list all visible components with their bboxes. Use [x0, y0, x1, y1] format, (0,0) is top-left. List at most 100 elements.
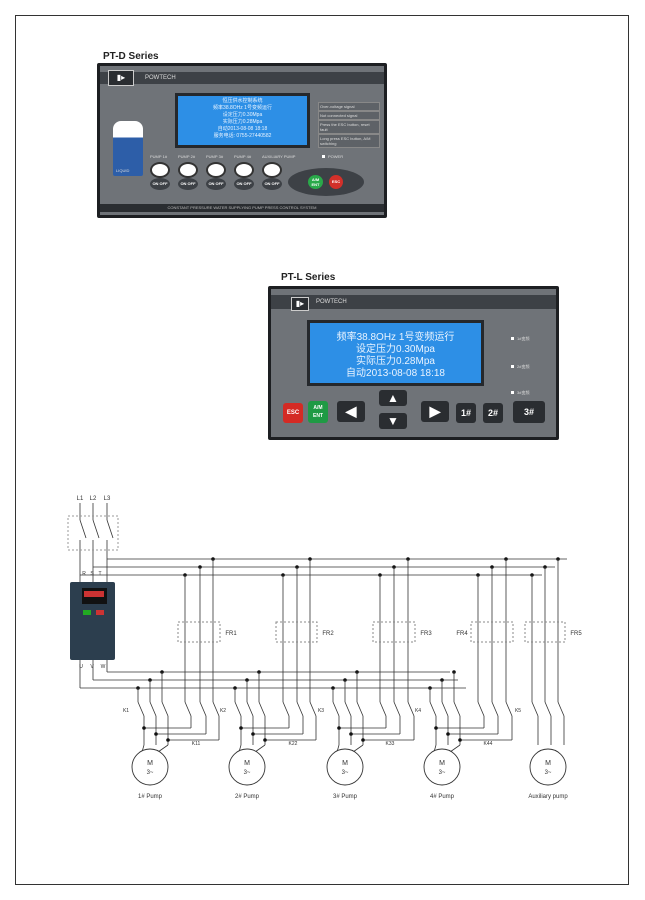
pump-label: 4# Pump	[430, 794, 455, 800]
page-border	[15, 15, 629, 885]
junction-dot	[251, 732, 255, 736]
esc-button[interactable]: ESC	[329, 175, 343, 189]
brand-label: POWTECH	[316, 299, 347, 305]
motor-symbol: M	[545, 760, 551, 767]
pump-indicator-icon	[150, 162, 170, 178]
line-label: L3	[104, 496, 111, 502]
pump-label: AUXILIARY PUMP	[262, 154, 296, 159]
up-arrow-button[interactable]: ▲	[379, 390, 407, 406]
junction-dot	[458, 738, 462, 742]
junction-dot	[263, 738, 267, 742]
motor-phase: 3~	[244, 770, 251, 776]
wire	[356, 701, 364, 717]
lcd-line: 设定压力0.30Mpa	[222, 112, 263, 118]
direction-pad[interactable]	[288, 168, 364, 196]
wire	[344, 701, 352, 717]
junction-dot	[142, 726, 146, 730]
pump-indicator-icon	[206, 162, 226, 178]
down-arrow-button[interactable]: ▼	[379, 413, 407, 429]
pump-onoff-button[interactable]: ON OFF	[178, 178, 198, 190]
pt-l-panel: ▮▸ POWTECH 频率38.8OHz 1号变频运行 设定压力0.30Mpa …	[268, 286, 559, 440]
contactor-label: K4	[415, 708, 421, 714]
side-note: Not connected signal	[318, 111, 380, 120]
side-note: Press the ESC button, reset fault	[318, 120, 380, 134]
led-pump-1: 1#变频	[511, 336, 529, 342]
wire	[491, 701, 499, 717]
lcd-line: 频率38.8OHz 1号变频运行	[336, 332, 455, 343]
terminal-label: V	[90, 664, 94, 670]
contactor-label: K3	[318, 708, 324, 714]
wire	[254, 744, 266, 753]
pump-onoff-button[interactable]: ON OFF	[206, 178, 226, 190]
relay-label: FR2	[322, 631, 334, 637]
junction-dot	[337, 726, 341, 730]
motor-icon	[529, 748, 567, 786]
motor-phase: 3~	[342, 770, 349, 776]
pump-1-button[interactable]: 1#	[456, 403, 476, 423]
wire	[505, 701, 513, 717]
pt-d-panel: ▮▸ POWTECH 恒压供水控制系统 频率38.8OHz 1号变频运行 设定压…	[97, 63, 387, 218]
pump-onoff-button[interactable]: ON OFF	[150, 178, 170, 190]
pump-label: 2# Pump	[235, 794, 260, 800]
motor-icon	[326, 748, 364, 786]
lcd-line: 自动2013-08-08 18:18	[346, 368, 445, 379]
left-arrow-button[interactable]: ◀	[337, 401, 365, 422]
motor-phase: 3~	[545, 770, 552, 776]
relay-label: FR3	[420, 631, 432, 637]
relay-label: FR4	[456, 631, 468, 637]
overload-relay-box	[470, 621, 514, 643]
wire	[531, 701, 539, 717]
pump-onoff-button[interactable]: ON OFF	[234, 178, 254, 190]
pump-onoff-button[interactable]: ON OFF	[262, 178, 282, 190]
line-label: L2	[90, 496, 97, 502]
esc-button[interactable]: ESC	[283, 403, 303, 423]
terminal-label: R	[82, 571, 86, 577]
wire	[296, 701, 304, 717]
ent-button[interactable]: A/M ENT	[308, 175, 323, 189]
bypass-contactor-label: K11	[192, 741, 201, 747]
motor-icon	[131, 748, 169, 786]
bypass-contactor-label: K22	[289, 741, 298, 747]
logo-icon: ▮▸	[291, 297, 309, 311]
panel-footer: CONSTANT PRESSURE WATER SUPPLYING PUMP P…	[100, 204, 384, 212]
wire	[477, 701, 485, 717]
power-label: POWER	[322, 154, 343, 159]
wire	[149, 701, 157, 717]
motor-phase: 3~	[147, 770, 154, 776]
wire	[379, 701, 387, 717]
terminal-label: S	[90, 571, 94, 577]
motor-symbol: M	[342, 760, 348, 767]
pump-label: PUMP 2#	[178, 154, 196, 159]
pump-indicator-icon	[178, 162, 198, 178]
led-pump-3: 3#变频	[511, 390, 529, 396]
ent-button[interactable]: A/M ENT	[308, 401, 328, 423]
pump-2-button[interactable]: 2#	[483, 403, 503, 423]
junction-dot	[434, 726, 438, 730]
pump-3-button[interactable]: 3#	[513, 401, 545, 423]
wire	[137, 701, 145, 717]
pump-label: PUMP 4#	[234, 154, 252, 159]
bypass-contactor-label: K44	[484, 741, 493, 747]
inverter-run-key	[83, 610, 91, 615]
wire	[544, 701, 552, 717]
wire	[352, 744, 364, 753]
junction-dot	[166, 738, 170, 742]
logo-icon: ▮▸	[108, 70, 134, 86]
junction-dot	[154, 732, 158, 736]
contactor-label: K1	[123, 708, 129, 714]
wire	[246, 701, 254, 717]
wire	[407, 701, 415, 717]
panel-header-bar	[271, 295, 556, 309]
overload-relay-box	[177, 621, 221, 643]
wire	[106, 519, 114, 539]
inverter-readout	[84, 591, 104, 597]
right-arrow-button[interactable]: ▶	[421, 401, 449, 422]
wire	[79, 519, 87, 539]
wire	[309, 701, 317, 717]
pt-l-title: PT-L Series	[281, 272, 336, 283]
junction-dot	[349, 732, 353, 736]
overload-relay-box	[524, 621, 566, 643]
pump-label: 3# Pump	[333, 794, 358, 800]
